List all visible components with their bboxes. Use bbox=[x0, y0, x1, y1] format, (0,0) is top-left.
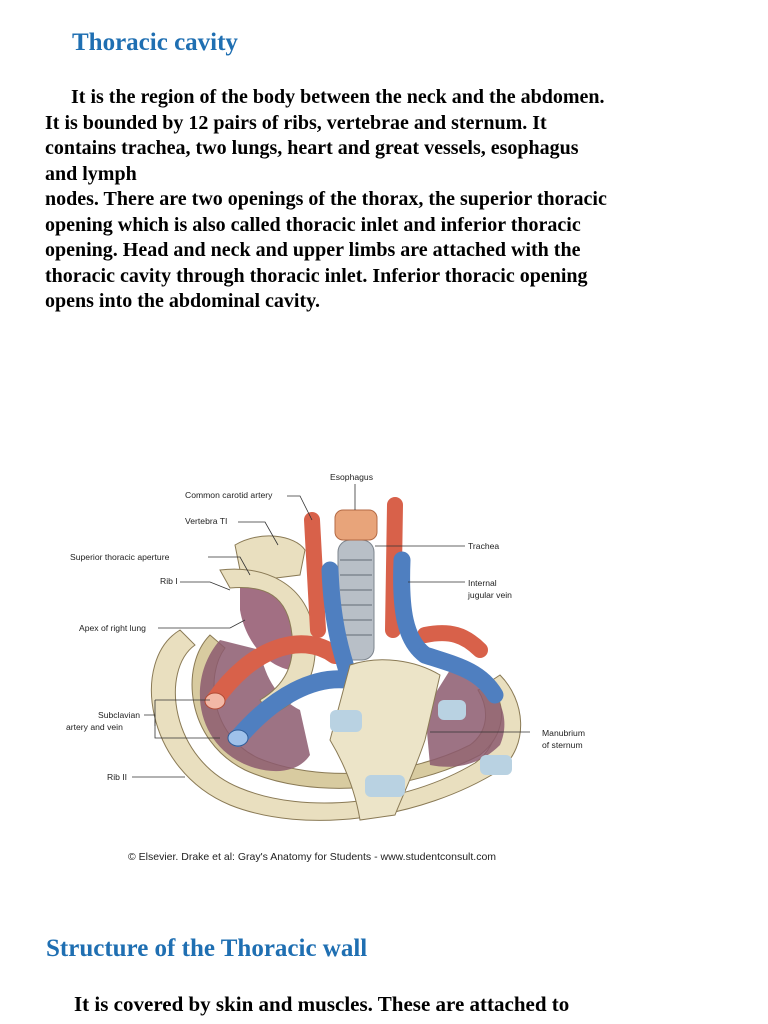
section-heading-thoracic-wall: Structure of the Thoracic wall bbox=[46, 935, 368, 962]
internal-jugular-vein-right bbox=[321, 561, 359, 689]
rib-outer bbox=[151, 629, 522, 821]
label-jugular-vein: jugular vein bbox=[467, 590, 512, 600]
subclavian-artery-end bbox=[204, 692, 226, 710]
label-of-sternum: of sternum bbox=[542, 740, 583, 750]
label-superior-thoracic-aperture: Superior thoracic aperture bbox=[70, 552, 170, 562]
label-vertebra: Vertebra TI bbox=[185, 516, 227, 526]
thoracic-wall-paragraph: It is covered by skin and muscles. These… bbox=[74, 992, 570, 1016]
costal-cartilage bbox=[330, 710, 362, 732]
brachiocephalic-vein-left bbox=[416, 646, 504, 704]
paragraph-line: thoracic cavity through thoracic inlet. … bbox=[45, 264, 588, 287]
costal-cartilage bbox=[480, 755, 512, 775]
internal-jugular-vein-left bbox=[393, 551, 434, 664]
thoracic-inlet-illustration: Esophagus Common carotid artery Vertebra… bbox=[66, 472, 585, 821]
label-esophagus: Esophagus bbox=[330, 472, 373, 482]
common-carotid-artery-right bbox=[304, 512, 326, 638]
label-artery-and-vein: artery and vein bbox=[66, 722, 123, 732]
paragraph-line: nodes. There are two openings of the tho… bbox=[45, 188, 607, 210]
label-apex-of-right-lung: Apex of right lung bbox=[79, 623, 146, 633]
label-rib-two: Rib II bbox=[107, 772, 127, 782]
subclavian-artery bbox=[206, 635, 344, 709]
label-common-carotid-artery: Common carotid artery bbox=[185, 490, 273, 500]
paragraph-line: opens into the abdominal cavity. bbox=[45, 290, 321, 312]
label-trachea: Trachea bbox=[468, 541, 499, 551]
esophagus-shape bbox=[334, 509, 378, 541]
paragraph-line: It is bounded by 12 pairs of ribs, verte… bbox=[45, 111, 547, 134]
subclavian-artery-left bbox=[417, 625, 488, 658]
label-internal-jugular: Internal bbox=[468, 578, 497, 588]
label-subclavian: Subclavian bbox=[98, 710, 140, 720]
manubrium bbox=[329, 659, 441, 821]
section-heading-thoracic-cavity: Thoracic cavity bbox=[72, 29, 238, 56]
paragraph-line: and lymph bbox=[45, 162, 137, 185]
vertebra bbox=[234, 535, 306, 581]
label-rib-one: Rib I bbox=[160, 576, 178, 586]
subclavian-vein-end bbox=[227, 729, 249, 747]
costal-cartilage bbox=[365, 775, 405, 797]
label-manubrium: Manubrium bbox=[542, 728, 585, 738]
intro-paragraph: It is the region of the body between the… bbox=[45, 85, 725, 315]
paragraph-line: opening which is also called thoracic in… bbox=[45, 213, 581, 236]
costal-cartilage bbox=[438, 700, 466, 720]
paragraph-line: contains trachea, two lungs, heart and g… bbox=[45, 137, 579, 159]
subclavian-vein bbox=[229, 670, 359, 747]
paragraph-line: It is the region of the body between the… bbox=[71, 86, 605, 108]
figure-caption: © Elsevier. Drake et al: Gray's Anatomy … bbox=[128, 851, 497, 863]
paragraph-line: opening. Head and neck and upper limbs a… bbox=[45, 239, 581, 261]
